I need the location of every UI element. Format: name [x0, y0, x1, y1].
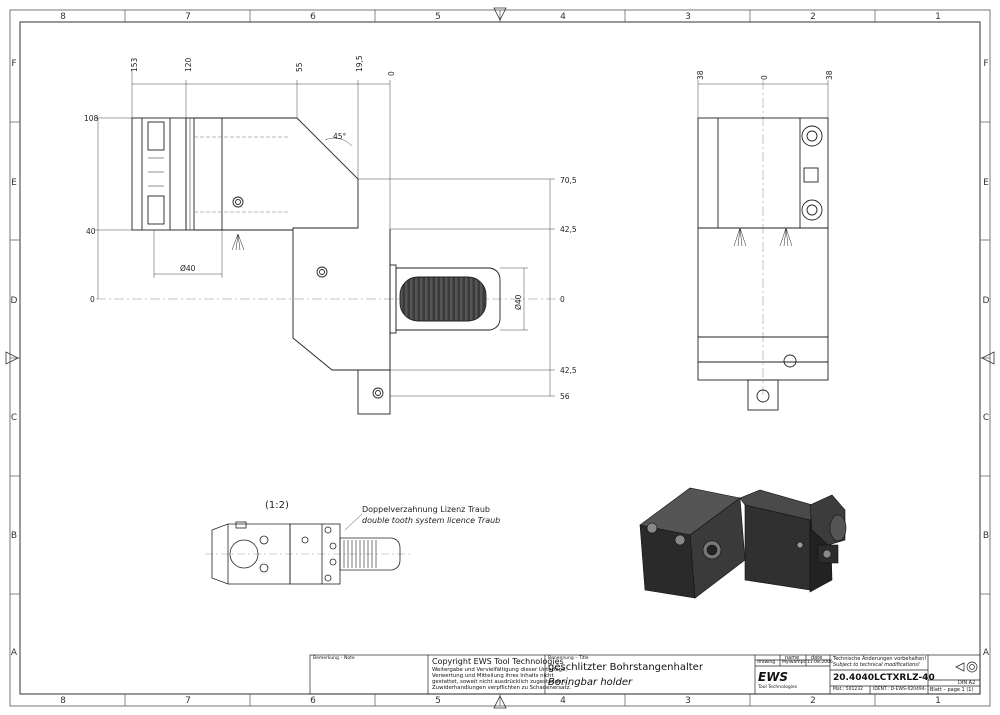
drawer-date: 11.08.2006: [807, 660, 833, 665]
row-label: F: [983, 59, 988, 69]
ews-logo-sub: Tool Technologies: [758, 685, 798, 690]
col-label: 8: [60, 12, 66, 22]
note-leader: [344, 513, 363, 531]
side-view-dim-labels: 38 0 38: [696, 70, 834, 80]
dim-label: 19,5: [355, 55, 364, 72]
dim-label: 0: [760, 75, 769, 80]
remarks-label: Bemerkung – Note: [313, 656, 355, 661]
col-label: 5: [435, 12, 441, 22]
copyright-title: Copyright EWS Tool Technologies: [432, 657, 564, 666]
dim-label: 42,5: [560, 366, 577, 375]
sheet-label: Blatt – page 1 (1): [930, 687, 974, 693]
dim-label: 42,5: [560, 225, 577, 234]
modifications-en: Subject to technical modifications!: [833, 662, 920, 668]
drawer-name: Mylwampc: [782, 660, 806, 665]
copyright-line: Weitergabe und Vervielfältigung dieser U…: [432, 667, 568, 673]
angle-label: 45°: [333, 132, 347, 141]
col-label: 4: [560, 12, 566, 22]
part-number: 20.4040LCTXRLZ-40: [833, 673, 935, 683]
row-label: B: [11, 531, 17, 541]
dim-label: 108: [84, 114, 99, 123]
format-label: DIN A2: [958, 680, 976, 686]
col-date-label: date: [811, 655, 823, 661]
copyright-line: gestattet, soweit nicht ausdrücklich zug…: [432, 679, 567, 685]
col-label: 7: [185, 12, 191, 22]
side-view: [697, 80, 829, 411]
col-label: 7: [185, 696, 191, 706]
note-en: double tooth system licence Traub: [362, 516, 500, 525]
row-label: A: [983, 648, 990, 658]
title-block: [309, 654, 981, 695]
dim-label: 40: [86, 227, 96, 236]
col-label: 4: [560, 696, 566, 706]
dim-label: 70,5: [560, 176, 577, 185]
col-label: 1: [935, 12, 941, 22]
col-label: 3: [685, 12, 691, 22]
dim-label: 0: [90, 295, 95, 304]
row-label: C: [11, 413, 17, 423]
col-label: 5: [435, 696, 441, 706]
sheet-frame: [5, 7, 995, 709]
modifications-de: Technische Änderungen vorbehalten!: [833, 656, 927, 662]
col-name-label: name: [785, 655, 800, 661]
col-label: 6: [310, 696, 316, 706]
dim-label: Ø40: [514, 294, 523, 310]
dim-label: 153: [130, 57, 139, 72]
ews-logo: EWS: [758, 670, 789, 684]
ident-label: IDENT.: D-EWS-020494-...: [873, 687, 931, 692]
row-label: C: [983, 413, 989, 423]
row-label: B: [983, 531, 989, 541]
col-label: 6: [310, 12, 316, 22]
dim-label: 0: [387, 71, 396, 76]
dim-label: 55: [295, 62, 304, 72]
title-de: geschlitzter Bohrstangenhalter: [548, 662, 703, 673]
col-label: 2: [810, 696, 816, 706]
title-label: Benennung – Title: [548, 656, 589, 661]
copyright-line: Zuwiderhandlungen verpflichten zu Schade…: [432, 685, 572, 691]
col-label: 8: [60, 696, 66, 706]
scale-label: (1:2): [265, 500, 289, 511]
row-label: D: [983, 296, 990, 306]
isometric-view: [639, 487, 847, 599]
dim-label: 56: [560, 392, 570, 401]
row-label: E: [11, 178, 17, 188]
note-de: Doppelverzahnung Lizenz Traub: [362, 505, 490, 514]
dim-label: 120: [184, 57, 193, 72]
front-view-dim-labels: 153 120 55 19,5 0 108 40 0 70,5 42,5 0 4…: [84, 55, 577, 401]
front-view-dimensions: [95, 70, 555, 397]
col-label: 2: [810, 12, 816, 22]
side-view-dimensions: [697, 80, 829, 118]
row-drawing-label: drawing: [757, 660, 776, 665]
row-label: A: [11, 648, 18, 658]
front-view: [96, 117, 560, 415]
top-view: [205, 521, 410, 585]
title-en: Boringbar holder: [548, 677, 633, 688]
row-label: F: [11, 59, 16, 69]
row-label: E: [983, 178, 989, 188]
grid-labels: 8 7 6 5 4 3 2 1 8 7 6 5 4 3 2 1 F E D C …: [11, 12, 990, 706]
dim-label: 0: [560, 295, 565, 304]
copyright-line: Verwertung und Mitteilung ihres Inhalts …: [432, 673, 554, 679]
dim-label: Ø40: [180, 264, 196, 273]
col-label: 3: [685, 696, 691, 706]
row-label: D: [11, 296, 18, 306]
col-label: 1: [935, 696, 941, 706]
dim-label: 38: [696, 70, 705, 80]
mat-label: Mat.: 501232: [833, 687, 863, 692]
dim-label: 38: [825, 70, 834, 80]
